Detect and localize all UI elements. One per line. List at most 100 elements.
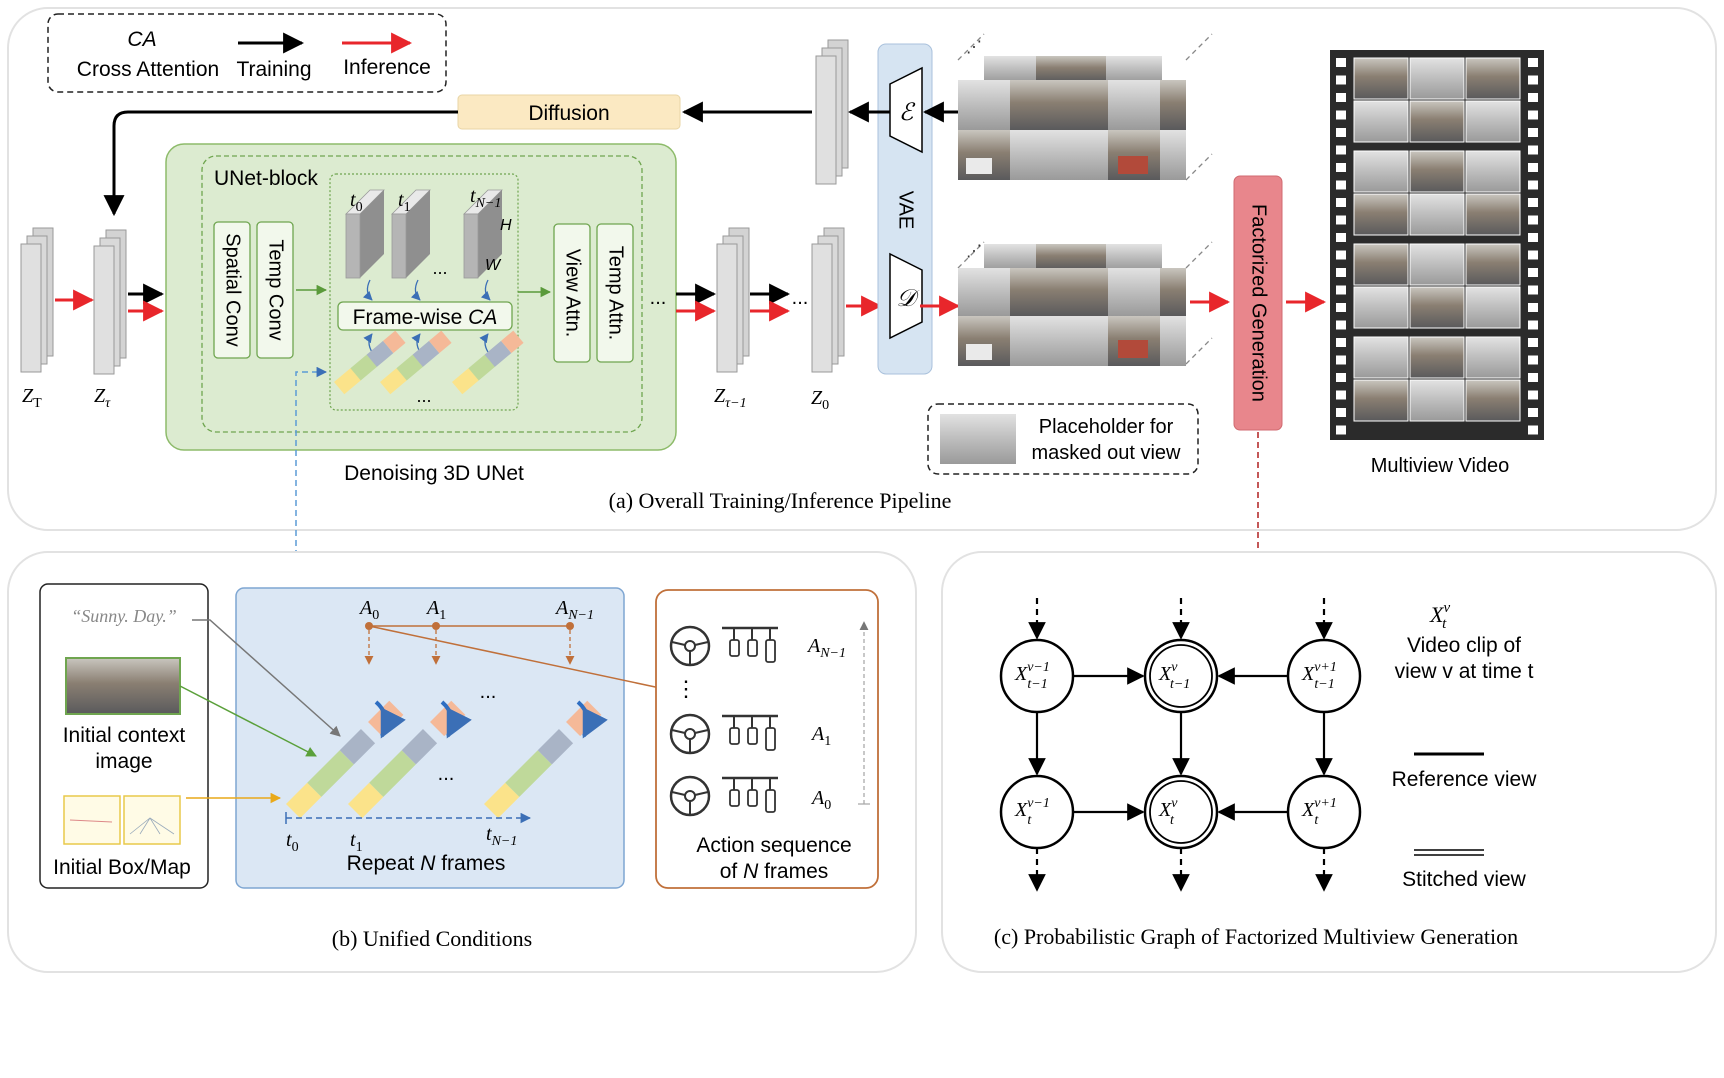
action-node-a0 <box>365 622 373 630</box>
film-frame <box>1465 336 1521 379</box>
diffusion-to-ztau-arrow <box>103 110 458 217</box>
film-hole <box>1336 373 1346 382</box>
factorized-generation-label: Factorized Generation <box>1248 204 1270 402</box>
prompt-to-bar-arrow <box>192 619 341 737</box>
graph-node-circle <box>1143 638 1219 714</box>
multiview-video-label: Multiview Video <box>1371 455 1510 477</box>
film-frame <box>1465 193 1521 236</box>
b-label-a0: A0 <box>358 597 379 623</box>
fuse-arrow-tn <box>576 700 608 739</box>
graph-node-circle <box>1143 774 1219 850</box>
film-hole <box>1528 163 1538 172</box>
film-frame <box>1409 57 1465 100</box>
pedal-icon <box>747 789 758 807</box>
label-ztau: Zτ <box>94 385 111 411</box>
action-label-an: AN−1 <box>806 635 846 661</box>
film-frame <box>1409 379 1465 422</box>
context-label-2: image <box>95 750 152 773</box>
film-frame <box>1465 100 1521 143</box>
film-hole <box>1528 233 1538 242</box>
film-hole <box>1528 425 1538 435</box>
pedal-icon <box>765 727 776 751</box>
output-image-grid: ⋰ <box>957 241 1213 366</box>
latent-stack-encoded <box>815 39 849 185</box>
film-hole <box>1336 75 1346 85</box>
film-hole <box>1528 285 1538 295</box>
encoder-shape <box>889 66 923 154</box>
temp-conv-label: Temp Conv <box>265 239 287 340</box>
film-hole <box>1528 303 1538 312</box>
placeholder-line1: Placeholder for <box>1039 416 1174 438</box>
context-label-1: Initial context <box>63 724 186 747</box>
film-hole <box>1528 110 1538 120</box>
unet-cond-bar-t0 <box>334 330 406 395</box>
svg-text:⋰: ⋰ <box>966 39 982 56</box>
film-hole <box>1336 285 1346 295</box>
spatial-conv-label: Spatial Conv <box>222 233 244 346</box>
film-hole <box>1528 198 1538 207</box>
framewise-ca-box <box>337 301 513 331</box>
film-hole <box>1336 303 1346 312</box>
frame-slab-tn <box>463 189 503 279</box>
action-sequence-label-2: of N frames <box>720 860 829 883</box>
latent-stack-z0 <box>811 227 845 373</box>
conditions-to-unet-link <box>295 366 328 586</box>
frame-t1-to-ca-arrow <box>410 279 421 301</box>
ellipsis-bars: ... <box>416 386 431 406</box>
film-hole <box>1528 180 1538 190</box>
dim-h-label: H <box>500 217 512 234</box>
temp-conv-box <box>256 221 294 359</box>
encoder-symbol: ℰ <box>899 100 916 126</box>
steering-wheel-icon <box>669 713 711 755</box>
panel-a-caption: (a) Overall Training/Inference Pipeline <box>609 488 952 513</box>
action-vdots: ⋮ <box>675 676 697 701</box>
film-frame <box>1353 286 1409 329</box>
graph-legend-line2: view v at time t <box>1395 660 1534 683</box>
box-map-label: Initial Box/Map <box>53 856 191 879</box>
factorized-generation-box <box>1233 175 1283 431</box>
unet-cond-bar-tn <box>452 330 524 395</box>
film-hole <box>1336 338 1346 347</box>
steering-wheel-icon <box>669 775 711 817</box>
box-map-lines-2 <box>129 817 175 835</box>
graph-node-circle <box>999 638 1075 714</box>
temp-attn-box <box>596 223 634 363</box>
frame-label-t1: t1 <box>398 189 411 215</box>
frame-label-tn: tN−1 <box>470 185 501 211</box>
film-hole <box>1336 233 1346 242</box>
steering-wheel-icon <box>669 625 711 667</box>
spatial-conv-box <box>213 221 251 359</box>
film-frame <box>1409 193 1465 236</box>
frame-label-t0: t0 <box>350 189 363 215</box>
placeholder-thumbnail <box>940 414 1016 464</box>
film-hole <box>1336 163 1346 172</box>
unet-cond-bar-t1 <box>380 330 452 395</box>
b-label-t0: t0 <box>286 829 299 855</box>
action-row-icons <box>669 713 778 755</box>
fuse-arrow-t1 <box>440 700 472 739</box>
panel-b-caption: (b) Unified Conditions <box>332 926 532 951</box>
film-hole <box>1336 355 1346 365</box>
film-hole <box>1528 408 1538 417</box>
film-frame <box>1353 150 1409 193</box>
latent-stack-zT <box>20 227 54 373</box>
dim-w-label: W <box>485 257 502 274</box>
reference-view-label: Reference view <box>1392 768 1538 791</box>
graph-node-circle <box>1286 638 1362 714</box>
film-frame <box>1409 243 1465 286</box>
ellipsis-a2: ... <box>650 287 667 309</box>
film-frame <box>1353 243 1409 286</box>
graph-node-circle <box>1286 774 1362 850</box>
view-attn-box <box>553 223 591 363</box>
b-label-tn: tN−1 <box>486 823 517 849</box>
box-map-line-1 <box>69 819 113 823</box>
film-frame <box>1409 336 1465 379</box>
legend-training: Training <box>236 58 311 81</box>
action-label-a0: A0 <box>810 787 831 813</box>
cond-tn-arrow <box>479 333 489 353</box>
